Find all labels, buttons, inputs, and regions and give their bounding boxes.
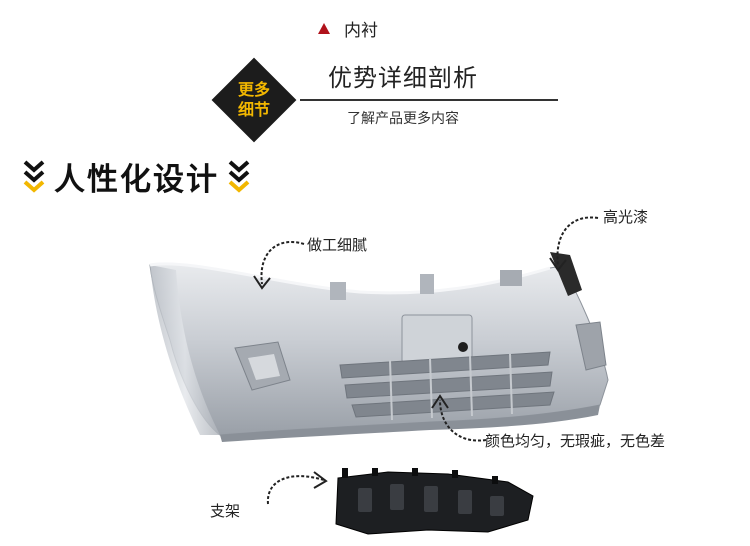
front-bumper-image bbox=[149, 252, 609, 442]
curved-arrow-icon bbox=[431, 394, 487, 442]
title-divider bbox=[300, 99, 558, 101]
section-subtitle: 了解产品更多内容 bbox=[347, 111, 459, 127]
chevron-down-icon bbox=[228, 160, 250, 193]
top-label: 内衬 bbox=[318, 16, 378, 41]
callout-workmanship: 做工细腻 bbox=[307, 236, 368, 254]
chevron-down-icon bbox=[23, 160, 45, 193]
badge-text: 更多 细节 bbox=[212, 58, 296, 142]
curved-arrow-icon bbox=[266, 471, 328, 505]
curved-arrow-icon bbox=[549, 216, 599, 272]
bracket-image bbox=[335, 468, 534, 535]
more-details-badge: 更多 细节 bbox=[211, 57, 297, 143]
section-title: 优势详细剖析 bbox=[328, 64, 478, 92]
callout-bracket: 支架 bbox=[210, 502, 241, 520]
feature-heading: 人性化设计 bbox=[22, 154, 251, 199]
curved-arrow-icon bbox=[253, 241, 305, 290]
badge-line-2: 细节 bbox=[237, 100, 270, 119]
callout-gloss: 高光漆 bbox=[603, 208, 649, 226]
feature-heading-text: 人性化设计 bbox=[54, 162, 219, 198]
triangle-icon bbox=[318, 23, 330, 34]
top-label-text: 内衬 bbox=[344, 21, 378, 41]
badge-line-1: 更多 bbox=[237, 80, 270, 99]
callout-color: 颜色均匀，无瑕疵，无色差 bbox=[485, 432, 666, 450]
